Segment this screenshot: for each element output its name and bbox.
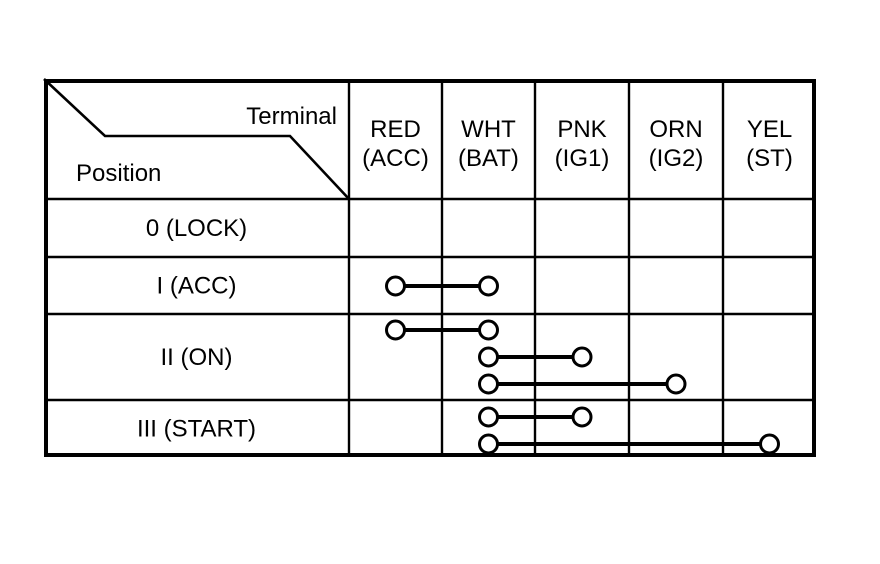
- column-header-wire-yel: YEL: [747, 116, 792, 143]
- continuity-node-acc-wht: [478, 275, 499, 297]
- continuity-node-acc-red: [385, 275, 406, 297]
- column-header-wire-orn: ORN: [649, 116, 702, 143]
- continuity-node-on-wht: [478, 373, 499, 395]
- column-header-wire-pnk: PNK: [557, 116, 606, 143]
- column-header-wire-wht: WHT: [461, 116, 516, 143]
- continuity-node-start-wht: [478, 433, 499, 455]
- column-dividers: [347, 79, 725, 457]
- row-label-lock: 0 (LOCK): [146, 215, 247, 242]
- column-header-wire-red: RED: [370, 116, 421, 143]
- row-label-on: II (ON): [161, 344, 233, 371]
- table-outer-border: [44, 79, 816, 457]
- continuity-node-on-red: [385, 319, 406, 341]
- column-header-group: RED(ACC) WHT(BAT) PNK(IG1) ORN(IG2) YEL(ST): [362, 116, 793, 172]
- corner-column-axis-label: Terminal: [246, 103, 337, 130]
- continuity-node-on-wht: [478, 346, 499, 368]
- column-header-terminal-pnk: (IG1): [555, 145, 610, 172]
- continuity-node-on-pnk: [571, 346, 593, 368]
- column-header-terminal-yel: (ST): [746, 145, 793, 172]
- row-label-group: 0 (LOCK) I (ACC) II (ON) III (START): [137, 215, 256, 443]
- row-label-acc: I (ACC): [157, 273, 237, 300]
- continuity-node-on-orn: [665, 373, 687, 395]
- column-header-terminal-wht: (BAT): [458, 145, 519, 172]
- continuity-node-start-wht: [478, 406, 499, 428]
- column-header-terminal-orn: (IG2): [649, 145, 704, 172]
- continuity-node-start-pnk: [571, 406, 593, 428]
- column-header-terminal-red: (ACC): [362, 145, 429, 172]
- row-dividers: [44, 197, 816, 402]
- continuity-link-group: [385, 275, 780, 455]
- continuity-node-on-wht: [478, 319, 499, 341]
- corner-row-axis-label: Position: [76, 160, 161, 187]
- continuity-node-start-yel: [759, 433, 780, 455]
- corner-cell-diagonal-divider: [43, 78, 350, 200]
- row-label-start: III (START): [137, 416, 256, 443]
